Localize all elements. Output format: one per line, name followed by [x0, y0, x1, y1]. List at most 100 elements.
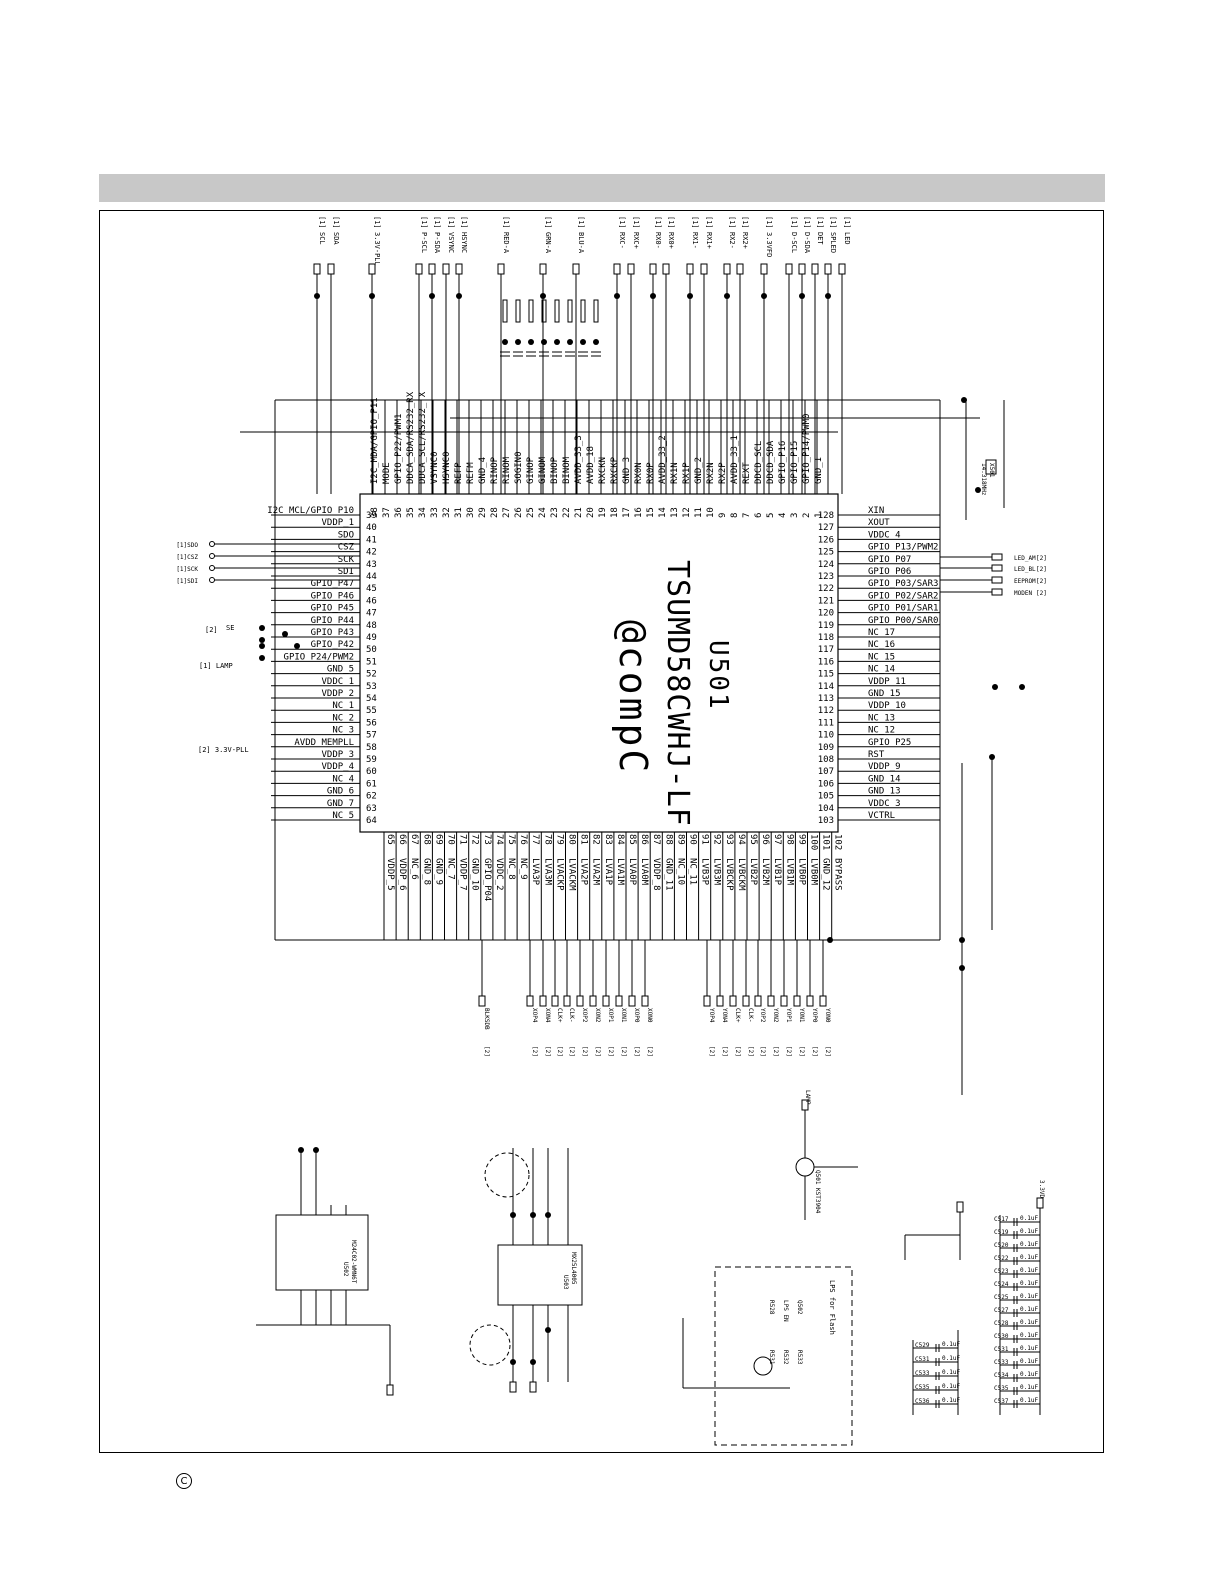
left-net-label: [1]SCK [176, 566, 198, 573]
top-net-connector [736, 263, 744, 275]
crystal-junction [975, 487, 981, 493]
bottom-pin-number: 95 [748, 834, 758, 845]
flash-connector [529, 1381, 537, 1393]
cap-junction [580, 339, 586, 345]
top-net-connector [760, 263, 768, 275]
bottom-pin-number: 84 [615, 834, 625, 845]
top-net-ref: [1] [705, 216, 713, 229]
cap-bank2-ref: C529 [915, 1342, 930, 1349]
bottom-net-connector [602, 995, 610, 1007]
top-net-ref: [1] [816, 216, 824, 229]
bottom-net-ref: [2] [620, 1046, 627, 1057]
bottom-pin-name: GND_10 [470, 858, 480, 891]
right-pin-number: 112 [818, 706, 834, 716]
top-pin-name: SOGIN0 [514, 451, 524, 484]
filter-connector [956, 1201, 964, 1213]
top-net-label: HSYNC [460, 232, 468, 253]
lps-label: R528 [768, 1300, 775, 1315]
bottom-pin-number: 66 [397, 834, 407, 845]
lps-label: Q502 [796, 1300, 803, 1315]
bottom-net-label: YON4 [721, 1008, 728, 1023]
bottom-pin-number: 92 [712, 834, 722, 845]
top-net-ref: [1] [433, 216, 441, 229]
top-net-connector [497, 263, 505, 275]
top-pin-name: I2C_MDA/GPIO_P11 [370, 397, 380, 484]
bottom-pin-name: LVA2P [579, 858, 589, 886]
left-net-label: [1]SDI [176, 578, 198, 585]
bottom-net-label: CLK+ [734, 1008, 741, 1023]
left-pin-number: 41 [366, 535, 377, 545]
right-pin-name: NC_16 [868, 640, 895, 650]
right-pin-number: 104 [818, 804, 834, 814]
top-net-ref: [1] [803, 216, 811, 229]
flash-label: MX25L4005 [570, 1252, 577, 1285]
top-pin-number: 31 [454, 507, 464, 518]
cap-bank2-value: 0.1uF [942, 1341, 960, 1348]
top-net-label: VSYNC [447, 232, 455, 253]
top-net-connector [442, 263, 450, 275]
flash-junction [530, 1359, 536, 1365]
bottom-net-ref: [2] [556, 1046, 563, 1057]
right-net-ref: [2] [1036, 590, 1047, 597]
crystal-ref: X501 [988, 463, 995, 478]
cap-bank-ref: C525 [994, 1294, 1009, 1301]
bottom-pin-name: GND_11 [663, 858, 673, 891]
right-net-ref: [2] [1036, 578, 1047, 585]
bottom-pin-name: LVACKP [554, 858, 564, 891]
cap-junction [593, 339, 599, 345]
bottom-pin-name: LVA1P [603, 858, 613, 886]
left-net-label: [1]CSZ [176, 554, 198, 561]
bottom-pin-name: LVB0P [796, 858, 806, 886]
top-net-label: 3.3VFD [765, 232, 773, 257]
wiring: SCL[1]SDA[1]3.3V-PLL[1]P-SCL[1]P-SDA[1]V… [176, 216, 1047, 1095]
bottom-net-label: CLK+ [556, 1008, 563, 1023]
top-net-ref: [1] [632, 216, 640, 229]
top-pin-name: AVDD_18 [586, 446, 596, 484]
cap-junction [502, 339, 508, 345]
cap-bank-ref: C534 [994, 1372, 1009, 1379]
bottom-pin-number: 99 [796, 834, 806, 845]
left-net-terminal [209, 577, 215, 583]
bottom-pin-number: 65 [385, 834, 395, 845]
bottom-net-ref: [2] [747, 1046, 754, 1057]
left-pin-name: CSZ [338, 543, 355, 553]
top-net-ref: [1] [765, 216, 773, 229]
left-pin-name: VDDP_1 [321, 518, 354, 528]
top-net-junction [825, 293, 831, 299]
right-junction [827, 937, 833, 943]
bottom-net-label: XOP0 [633, 1008, 640, 1023]
bottom-pin-name: NC_7 [446, 858, 456, 880]
cap-bank-value: 0.1uF [1020, 1358, 1038, 1365]
bottom-net-ref: [2] [483, 1046, 490, 1057]
bottom-net-label: CLK- [568, 1008, 575, 1022]
left-pin-number: 59 [366, 755, 377, 765]
top-net-ref: [1] [577, 216, 585, 229]
left-net-terminal [209, 553, 215, 559]
top-net-junction [456, 293, 462, 299]
resistor [528, 299, 534, 323]
bottom-net-connector [478, 995, 486, 1007]
cap-junction [541, 339, 547, 345]
flash-junction [545, 1327, 551, 1333]
top-net-ref: [1] [460, 216, 468, 229]
top-net-ref: [1] [420, 216, 428, 229]
left-junction [259, 643, 265, 649]
cap-bank-value: 0.1uF [1020, 1397, 1038, 1404]
top-pin-number: 18 [610, 507, 620, 518]
bottom-net-label: XOP4 [531, 1008, 538, 1023]
cap-bank-ref: C527 [994, 1307, 1009, 1314]
left-pin-number: 58 [366, 743, 377, 753]
top-pin-number: 9 [718, 513, 728, 518]
bottom-pin-number: 102 [833, 834, 843, 850]
top-pin-name: RINOM [502, 456, 512, 484]
copyright-symbol: C [176, 1473, 192, 1489]
left-pin-name: GPIO_P42 [311, 640, 354, 650]
left-pin-name: GND_7 [327, 799, 354, 809]
bottom-pin-number: 74 [494, 834, 504, 845]
left-pin-name: SCK [338, 555, 355, 565]
top-net-ref: [1] [691, 216, 699, 229]
